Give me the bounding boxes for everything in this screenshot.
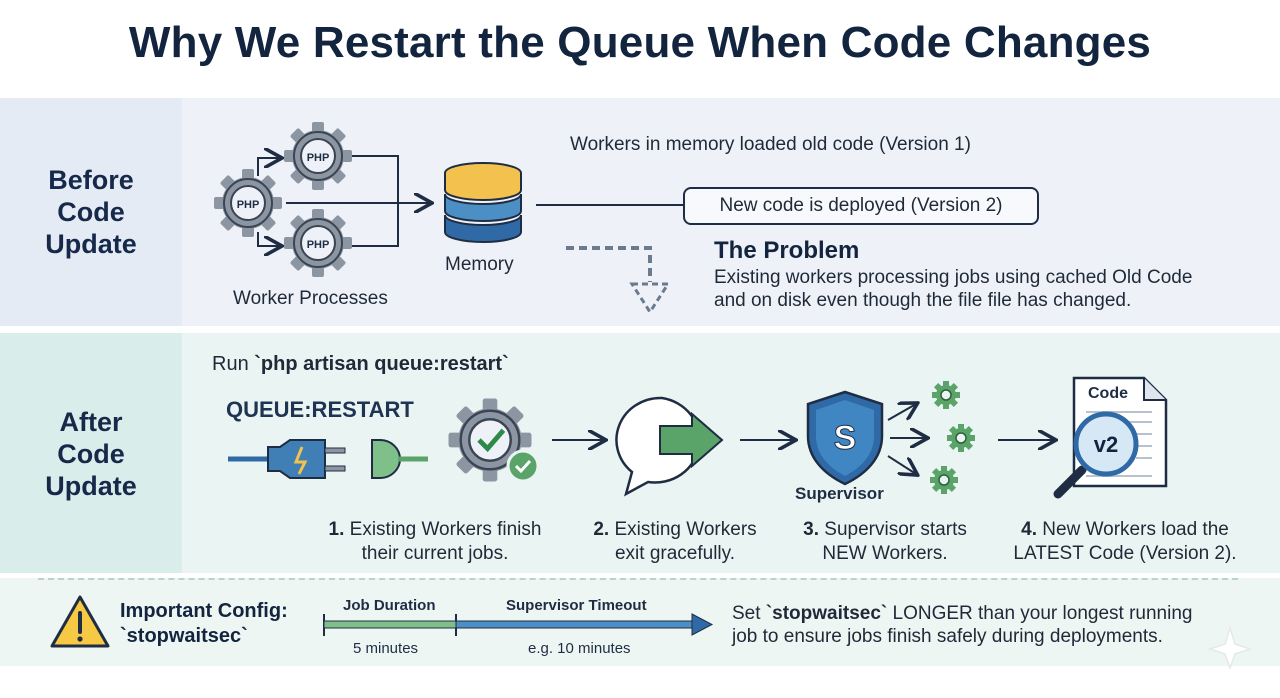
step-2-text1: Existing Workers bbox=[614, 519, 757, 540]
after-label-line2: Code bbox=[57, 439, 125, 469]
step-2-text2: exit gracefully. bbox=[614, 543, 736, 564]
job-duration-value: 5 minutes bbox=[353, 640, 419, 657]
advice-suffix: LONGER than your longest running bbox=[887, 603, 1193, 624]
command-text: `php artisan queue:restart` bbox=[254, 353, 509, 375]
gear-icon bbox=[931, 380, 961, 410]
advice-line2: job to ensure jobs finish safely during … bbox=[732, 626, 1163, 647]
new-code-box: New code is deployed (Version 2) bbox=[683, 187, 1039, 225]
queue-restart-label: QUEUE:RESTART bbox=[226, 397, 414, 422]
arrow bbox=[352, 155, 399, 203]
arrow bbox=[887, 404, 916, 421]
after-side-panel bbox=[0, 333, 182, 573]
workers-label: Worker Processes bbox=[233, 288, 388, 309]
config-key: `stopwaitsec` bbox=[120, 625, 248, 647]
step-2: 2. Existing Workers exit gracefully. bbox=[560, 518, 790, 566]
step-4: 4. New Workers load the LATEST Code (Ver… bbox=[990, 518, 1260, 566]
supervisor-timeout-label: Supervisor Timeout bbox=[506, 597, 647, 614]
doc-label: Code bbox=[1088, 385, 1128, 402]
gear-label: PHP bbox=[237, 199, 260, 211]
arrow bbox=[352, 203, 399, 247]
supervisor-timeout-value: e.g. 10 minutes bbox=[528, 640, 631, 657]
dashed-arrow-icon bbox=[566, 246, 652, 282]
step-4-text2: LATEST Code (Version 2). bbox=[1013, 543, 1237, 564]
gear-label: PHP bbox=[307, 152, 330, 164]
dashed-arrowhead bbox=[629, 282, 671, 315]
after-side-label: After Code Update bbox=[0, 406, 182, 502]
command-line: Run `php artisan queue:restart` bbox=[212, 353, 509, 376]
memory-label: Memory bbox=[445, 254, 514, 275]
step-1-num: 1. bbox=[328, 519, 345, 540]
step-3: 3. Supervisor starts NEW Workers. bbox=[770, 518, 1000, 566]
check-gear-icon bbox=[447, 397, 533, 483]
gear-icon bbox=[946, 423, 976, 453]
timeline bbox=[323, 613, 714, 636]
section-divider bbox=[38, 578, 1238, 580]
sparkle-icon bbox=[1207, 625, 1253, 671]
step-1: 1. Existing Workers finish their current… bbox=[300, 518, 570, 566]
warning-icon bbox=[50, 595, 110, 648]
document-magnifier-icon bbox=[1053, 376, 1168, 499]
problem-line1: Existing workers processing jobs using c… bbox=[714, 267, 1193, 288]
step-2-line1: 2. Existing Workers bbox=[560, 518, 790, 542]
plug-icon bbox=[228, 439, 428, 479]
before-label-line2: Code bbox=[57, 197, 125, 227]
doc-version: v2 bbox=[1094, 432, 1118, 457]
step-2-num: 2. bbox=[593, 519, 610, 540]
step-1-text2: their current jobs. bbox=[361, 543, 509, 564]
config-title: Important Config: bbox=[120, 600, 288, 622]
job-duration-label: Job Duration bbox=[343, 597, 436, 614]
after-label-line3: Update bbox=[45, 471, 137, 501]
before-label-line1: Before bbox=[48, 165, 134, 195]
step-4-num: 4. bbox=[1021, 519, 1037, 540]
before-section bbox=[0, 98, 1280, 326]
step-3-num: 3. bbox=[803, 519, 820, 540]
before-label-line3: Update bbox=[45, 229, 137, 259]
gear-icon bbox=[929, 465, 959, 495]
speech-arrow-icon bbox=[615, 396, 724, 497]
advice-line1: Set `stopwaitsec` LONGER than your longe… bbox=[732, 603, 1192, 625]
problem-title: The Problem bbox=[714, 237, 860, 264]
advice-prefix: Set bbox=[732, 603, 766, 624]
step-4-text1: New Workers load the bbox=[1042, 519, 1229, 540]
step-1-text1: Existing Workers finish bbox=[349, 519, 542, 540]
after-label-line1: After bbox=[59, 407, 123, 437]
shield-icon bbox=[806, 390, 884, 486]
arrow bbox=[257, 158, 280, 176]
advice-code: `stopwaitsec` bbox=[765, 603, 888, 624]
arrow bbox=[257, 232, 280, 246]
command-prefix: Run bbox=[212, 353, 255, 375]
shield-letter: S bbox=[834, 419, 857, 457]
problem-line2: and on disk even though the file file ha… bbox=[714, 290, 1132, 311]
step-3-text1: Supervisor starts bbox=[824, 519, 967, 540]
step-3-text2: NEW Workers. bbox=[822, 543, 948, 564]
arrow bbox=[887, 455, 916, 474]
gear-label: PHP bbox=[307, 239, 330, 251]
before-side-panel bbox=[0, 98, 182, 326]
supervisor-label: Supervisor bbox=[795, 484, 884, 503]
old-code-note: Workers in memory loaded old code (Versi… bbox=[570, 134, 971, 155]
page-title: Why We Restart the Queue When Code Chang… bbox=[128, 18, 1152, 67]
before-side-label: Before Code Update bbox=[0, 164, 182, 260]
step-3-line1: 3. Supervisor starts bbox=[770, 518, 1000, 542]
step-4-line1: 4. New Workers load the bbox=[990, 518, 1260, 542]
database-icon bbox=[444, 162, 522, 243]
check-badge bbox=[506, 449, 540, 483]
step-1-line1: 1. Existing Workers finish bbox=[300, 518, 570, 542]
